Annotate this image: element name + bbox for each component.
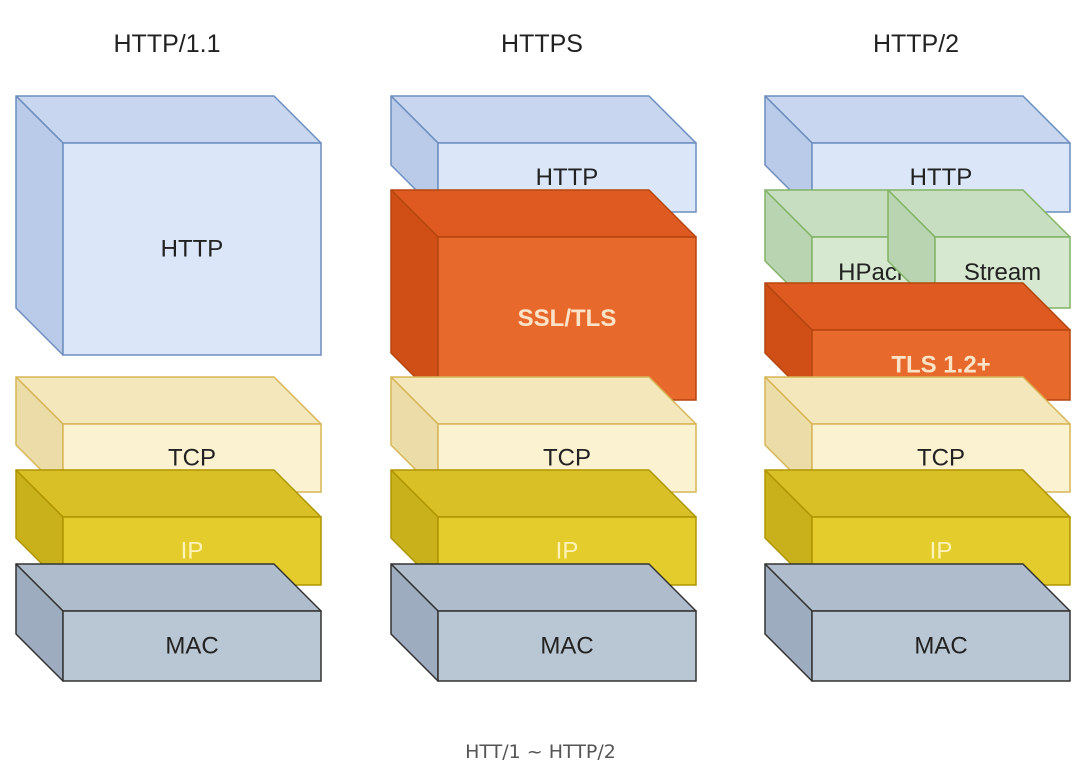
layer-mac-top — [390, 563, 697, 612]
layer-tcp-top — [764, 376, 1071, 425]
layer-mac-label: MAC — [165, 633, 218, 660]
layer-mac-label: MAC — [540, 633, 593, 660]
layer-tls-top — [764, 282, 1071, 331]
layer-http-label: HTTP — [910, 164, 973, 191]
layer-ssl-tls: SSL/TLS — [390, 189, 697, 401]
layer-mac: MAC — [15, 563, 322, 682]
stack-http-1-1: HTTP TCP IP MAC — [15, 95, 322, 682]
layer-ssl-tls-front — [437, 236, 697, 401]
layer-tls-label: TLS 1.2+ — [891, 352, 990, 379]
layer-tcp-label: TCP — [917, 445, 965, 472]
layer-ip-label: IP — [556, 538, 579, 565]
layer-tcp-top — [15, 376, 322, 425]
layer-http: HTTP — [15, 95, 322, 356]
layer-ip-label: IP — [930, 538, 953, 565]
layer-ssl-tls-label: SSL/TLS — [518, 305, 617, 332]
layer-tcp-label: TCP — [543, 445, 591, 472]
layer-ip-top — [764, 469, 1071, 518]
layer-tcp: TCP — [390, 376, 697, 493]
layer-http-label: HTTP — [161, 236, 224, 263]
column-title-http11: HTTP/1.1 — [113, 30, 221, 58]
layer-mac-top — [15, 563, 322, 612]
layer-ip-label: IP — [181, 538, 204, 565]
layer-ssl-tls-top — [390, 189, 697, 238]
layer-http-front — [62, 142, 322, 356]
figure-caption: HTT/1 ~ HTTP/2 — [465, 741, 616, 763]
layer-mac-top — [764, 563, 1071, 612]
layer-tcp-top — [390, 376, 697, 425]
column-title-https: HTTPS — [501, 30, 583, 58]
layer-http-top — [764, 95, 1071, 144]
layer-mac-label: MAC — [914, 633, 967, 660]
layer-http-label: HTTP — [536, 164, 599, 191]
layer-mac-front — [811, 610, 1071, 682]
layer-http-top — [390, 95, 697, 144]
layer-http-top — [15, 95, 322, 144]
column-title-http2: HTTP/2 — [872, 30, 960, 58]
layer-mac: MAC — [764, 563, 1071, 682]
stack-https: HTTP SSL/TLS TCP IP MAC — [390, 95, 697, 682]
layer-ip-top — [15, 469, 322, 518]
layer-ip-top — [390, 469, 697, 518]
layer-mac-front — [62, 610, 322, 682]
layer-mac-front — [437, 610, 697, 682]
layer-stream-label: Stream — [964, 259, 1041, 286]
layer-tcp-label: TCP — [168, 445, 216, 472]
layer-mac: MAC — [390, 563, 697, 682]
